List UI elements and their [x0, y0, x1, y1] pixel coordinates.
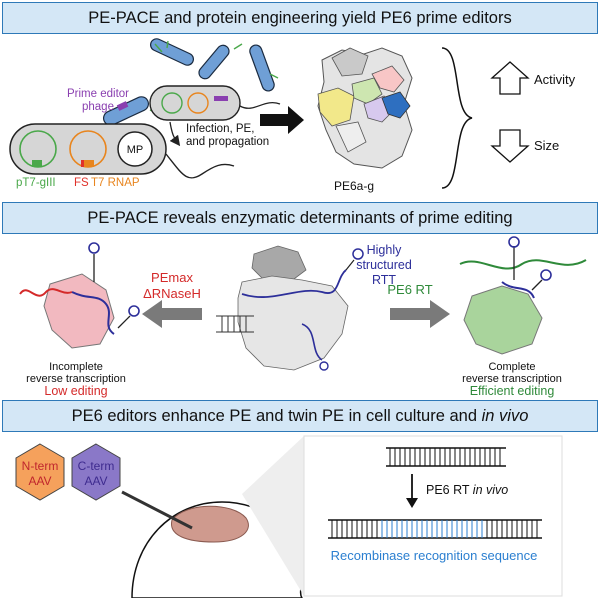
- brace: [441, 47, 473, 189]
- panel-2-figure: Incomplete reverse transcription Low edi…: [19, 236, 587, 398]
- panel-1-title: PE-PACE and protein engineering yield PE…: [88, 9, 512, 27]
- phage-particles: [102, 38, 279, 126]
- phage-particle: [149, 38, 195, 66]
- phage-label-line2: phage: [82, 101, 114, 113]
- right-gray-arrow: [390, 300, 450, 328]
- mp-plasmid: [117, 131, 153, 167]
- center-pe-complex: [216, 245, 364, 371]
- dna-before: [386, 447, 506, 467]
- process-label-line2: and propagation: [186, 136, 269, 148]
- recombinase-label: Recombinase recognition sequence: [331, 548, 538, 563]
- size-label: Size: [534, 138, 559, 153]
- t7-gene-icon: [82, 160, 94, 167]
- conversion-label-em: in vivo: [473, 483, 508, 497]
- activity-label: Activity: [534, 72, 576, 87]
- panel-2-title: PE-PACE reveals enzymatic determinants o…: [87, 209, 513, 227]
- nterm-label-line1: N-term: [22, 459, 59, 473]
- panel-1-header: PE-PACE and protein engineering yield PE…: [2, 2, 598, 34]
- pt7-gIII-label: pT7-gIII: [16, 177, 56, 189]
- zoom-wedge: [242, 436, 304, 596]
- rtt-label-line3: RTT: [372, 273, 396, 287]
- flow-arrow: [260, 106, 304, 134]
- host-cell: MP: [9, 123, 235, 179]
- infected-cell: [149, 85, 281, 121]
- dna-after: [328, 519, 542, 539]
- complete-label-line1: Complete: [488, 361, 535, 373]
- activity-up-icon: [490, 61, 530, 95]
- left-gray-arrow: [142, 300, 202, 328]
- size-down-icon: [490, 129, 530, 163]
- phage-label-line1: Prime editor: [67, 88, 129, 100]
- nterm-label-line2: AAV: [28, 474, 51, 488]
- panel-1-figure: Prime editor phage MP pT7-gIII FS T7 RNA…: [9, 38, 576, 193]
- cterm-aav-icon: [71, 443, 121, 501]
- cterm-label-line1: C-term: [78, 459, 115, 473]
- pe6-rt-label: PE6 RT: [387, 282, 432, 297]
- efficient-editing-label: Efficient editing: [470, 384, 555, 398]
- t7-rnap-label: T7 RNAP: [91, 177, 140, 189]
- gIII-gene-icon: [32, 160, 42, 167]
- rtt-label-line1: Highly: [367, 243, 402, 257]
- fs-label: FS: [74, 177, 89, 189]
- pe6-structure: [317, 47, 413, 169]
- panel-2-header: PE-PACE reveals enzymatic determinants o…: [2, 202, 598, 234]
- brain-icon: [171, 505, 249, 543]
- pe6-complex: [459, 236, 587, 355]
- pemax-label-line1: PEmax: [151, 270, 193, 285]
- incomplete-label-line2: reverse transcription: [26, 373, 126, 385]
- mp-label: MP: [127, 144, 144, 156]
- conversion-label: PE6 RT in vivo: [426, 483, 508, 497]
- phage-particle: [249, 44, 275, 92]
- injection-needle: [121, 490, 193, 530]
- phage-cargo: [116, 101, 129, 111]
- incomplete-label-line1: Incomplete: [49, 361, 103, 373]
- panel-2-body: Incomplete reverse transcription Low edi…: [2, 234, 598, 398]
- pe6-variants-label: PE6a-g: [334, 179, 374, 193]
- panel-3-title-em: in vivo: [481, 407, 529, 425]
- conversion-label-main: PE6 RT: [426, 483, 473, 497]
- nterm-aav-icon: [15, 443, 65, 501]
- zoom-box: [303, 435, 563, 597]
- phage-particle: [198, 44, 230, 80]
- panel-3-body: N-term AAV C-term AAV PE6 RT in vivo Rec…: [2, 432, 598, 599]
- flagellum: [165, 153, 235, 179]
- pemax-complex: [19, 242, 140, 349]
- panel-3-title-main: PE6 editors enhance PE and twin PE in ce…: [71, 407, 482, 425]
- process-label-line1: Infection, PE,: [186, 123, 254, 135]
- panel-3-header: PE6 editors enhance PE and twin PE in ce…: [2, 400, 598, 432]
- panel-3-figure: N-term AAV C-term AAV PE6 RT in vivo Rec…: [15, 435, 563, 599]
- panel-1-body: Prime editor phage MP pT7-gIII FS T7 RNA…: [2, 34, 598, 200]
- cterm-label-line2: AAV: [84, 474, 107, 488]
- pemax-label-line2: ΔRNaseH: [143, 286, 201, 301]
- rtt-label-line2: structured: [356, 258, 412, 272]
- low-editing-label: Low editing: [44, 384, 107, 398]
- complete-label-line2: reverse transcription: [462, 373, 562, 385]
